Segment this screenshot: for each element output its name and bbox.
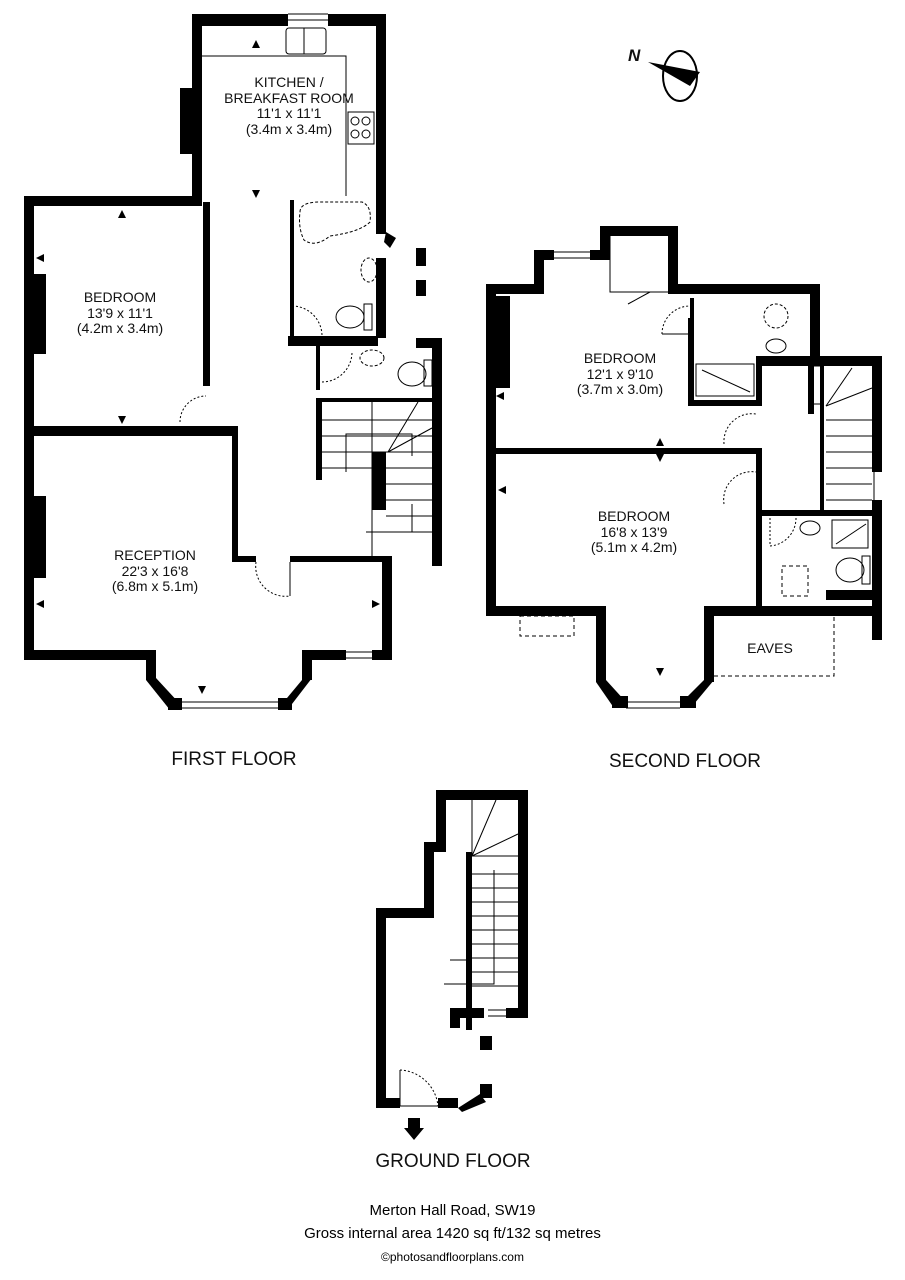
room-label-kitchen: KITCHEN / BREAKFAST ROOM 11'1 x 11'1 (3.… (224, 74, 354, 138)
room-label-reception: RECEPTION 22'3 x 16'8 (6.8m x 5.1m) (111, 547, 199, 595)
ground-floor-walls (376, 790, 528, 1140)
second-floor-title: SECOND FLOOR (608, 751, 762, 772)
gross-internal-area: Gross internal area 1420 sq ft/132 sq me… (304, 1225, 601, 1242)
compass-label: N (628, 46, 641, 65)
second-floor-walls (486, 226, 882, 708)
first-floor-walls (24, 14, 442, 710)
north-arrow-icon (648, 50, 700, 102)
room-label-first-floor-bedroom: BEDROOM 13'9 x 11'1 (4.2m x 3.4m) (76, 289, 164, 337)
ground-floor-title: GROUND FLOOR (375, 1151, 531, 1172)
first-floor-title: FIRST FLOOR (171, 749, 297, 770)
dimension-markers (36, 40, 664, 694)
property-address: Merton Hall Road, SW19 (369, 1202, 536, 1219)
room-label-second-floor-bedroom-rear: BEDROOM 12'1 x 9'10 (3.7m x 3.0m) (576, 350, 664, 398)
room-label-eaves: EAVES (747, 640, 793, 656)
copyright-notice: ©photosandfloorplans.com (381, 1250, 524, 1264)
room-label-second-floor-bedroom-front: BEDROOM 16'8 x 13'9 (5.1m x 4.2m) (590, 508, 678, 556)
